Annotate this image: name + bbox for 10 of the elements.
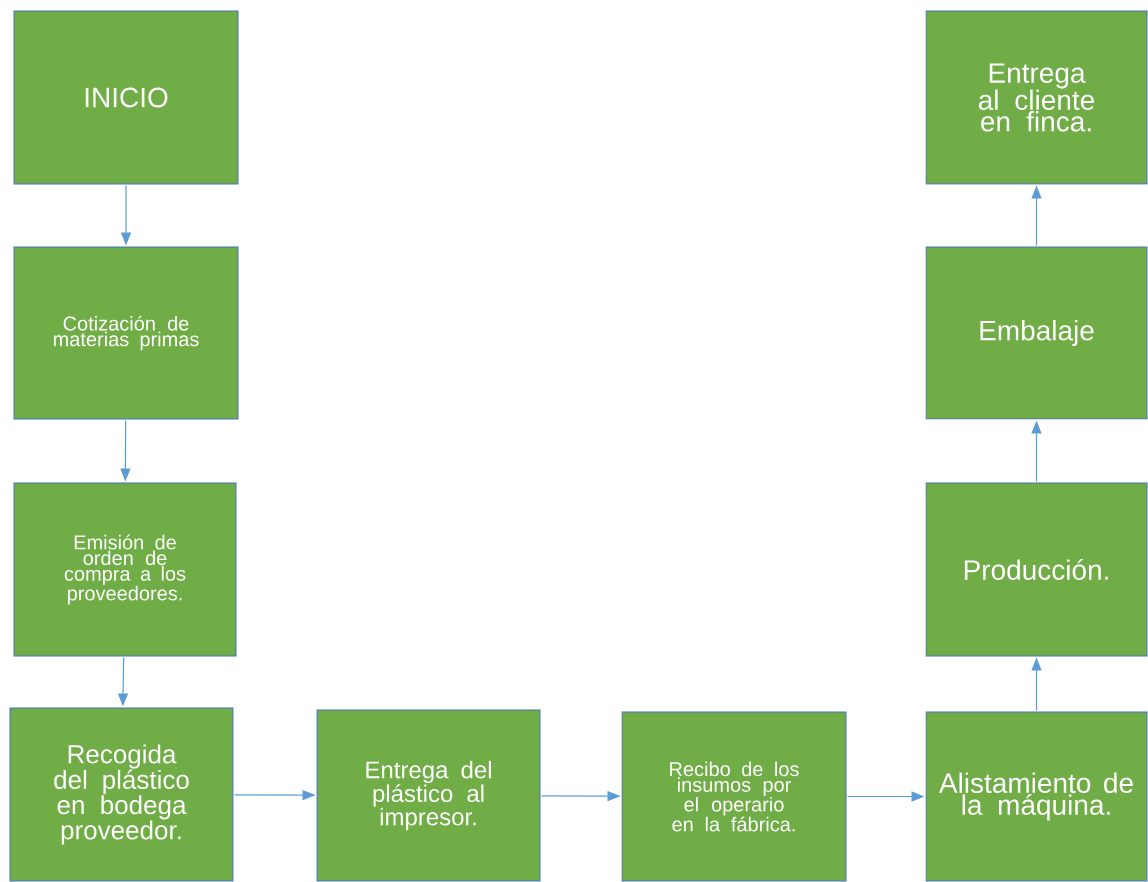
process-box: Entrega del plástico al impresor. — [316, 709, 541, 882]
process-box: Recibo de los insumos por el operario en la fábrica. — [621, 711, 847, 882]
process-box: Cotización de materias primas — [13, 246, 239, 420]
process-box: Embalaje — [925, 246, 1148, 420]
process-box: Producción. — [925, 482, 1148, 657]
process-box: Recogida del plástico en bodega proveedor. — [9, 707, 234, 882]
process-box: Emisión de orden de compra a los proveedores. — [13, 482, 237, 657]
process-box: Entrega al cliente en finca. — [925, 10, 1148, 185]
process-box: Alistamiento de la máquina. — [925, 711, 1148, 882]
process-box: INICIO — [13, 10, 239, 185]
